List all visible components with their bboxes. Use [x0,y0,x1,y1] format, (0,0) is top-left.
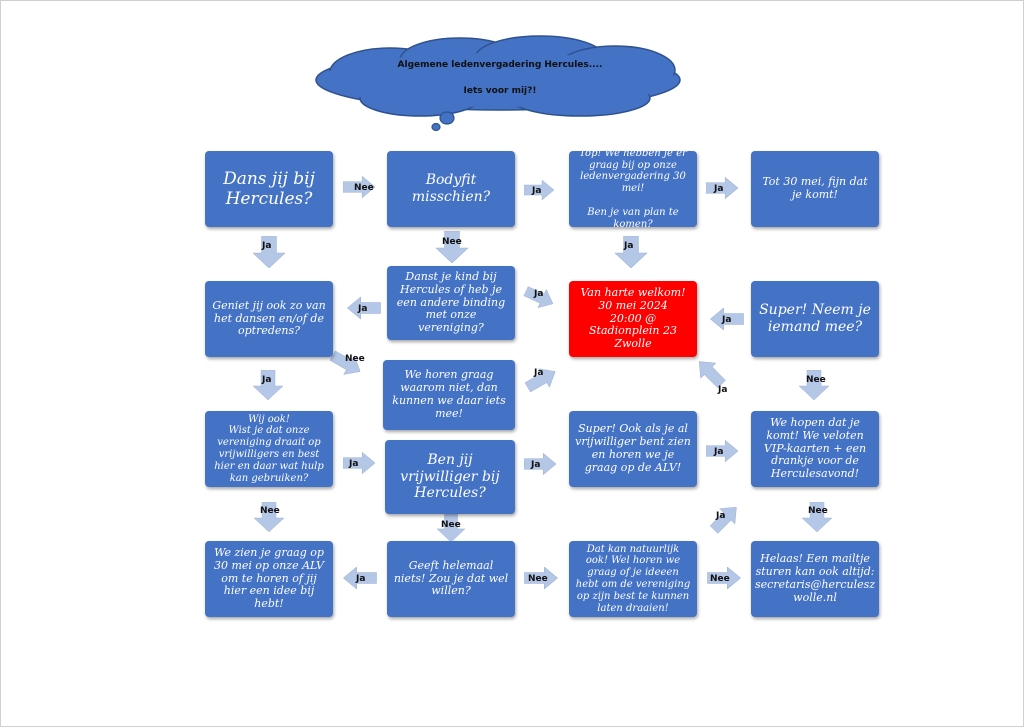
svg-text:Ja: Ja [623,241,633,251]
box-horen-graag-waarom: We horen graag waarom niet, dan kunnen w… [383,360,515,430]
svg-text:Nee: Nee [441,520,461,530]
box-dans-bij-hercules: Dans jij bij Hercules? [205,151,333,227]
svg-text:Nee: Nee [260,506,280,516]
arrow-dans-down: Ja [253,236,285,268]
svg-text:Ja: Ja [713,447,723,457]
arrow-geniet-down: Ja [252,370,284,400]
svg-text:Nee: Nee [442,237,462,247]
arrow-vrijwilliger-down: Nee [436,514,466,542]
box-top-ledenvergadering: Top! We hebben je er graag bij op onze l… [569,148,697,230]
box-van-harte-welkom: Van harte welkom! 30 mei 2024 20:00 @ St… [569,281,697,357]
arrow-wijook-down: Nee [253,502,285,532]
svg-text:Ja: Ja [530,460,540,470]
arrow-horen-to-welkom: Ja [522,362,561,398]
arrow-geniet-nee: Nee [327,346,366,382]
svg-text:Ja: Ja [357,304,367,314]
svg-text:Ja: Ja [355,574,365,584]
svg-text:Nee: Nee [528,574,548,584]
svg-text:Nee: Nee [345,354,365,364]
svg-text:Ja: Ja [717,385,727,395]
cloud-callout: Algemene ledenvergadering Hercules.... I… [315,35,681,132]
box-kan-natuurlijk-ook: Dat kan natuurlijk ook! Wel horen we gra… [569,541,697,617]
box-tot-30-mei: Tot 30 mei, fijn dat je komt! [751,151,879,227]
arrow-hopen-to-welkom: Ja [691,353,730,395]
arrow-bodyfit-to-top: Ja [524,179,554,201]
svg-text:Ja: Ja [715,511,725,521]
arrow-bodyfit-down: Nee [435,231,469,263]
arrow-superook-to-hopen: Ja [706,440,738,462]
arrow-superneem-down: Nee [798,370,830,400]
arrow-top-to-tot30: Ja [706,177,738,199]
svg-text:Ja: Ja [713,184,723,194]
svg-text:Ja: Ja [261,375,271,385]
arrow-danstkind-to-geniet: Ja [347,297,381,319]
box-danst-kind: Danst je kind bij Hercules of heb je een… [387,266,515,340]
arrow-geeft-to-kanook: Nee [524,567,558,589]
box-geniet: Geniet jij ook zo van het dansen en/of d… [205,281,333,357]
svg-text:Ja: Ja [533,368,543,378]
cloud-subtitle: Iets voor mij?! [464,86,537,96]
arrow-top-down: Ja [614,236,648,268]
box-super-neem-iemand: Super! Neem je iemand mee? [751,281,879,357]
arrow-hopen-down: Nee [801,502,833,532]
svg-text:Ja: Ja [261,241,271,251]
box-super-ook-vrijwilliger: Super! Ook als je al vrijwilliger bent z… [569,411,697,487]
arrow-wijook-to-vrijwilliger: Ja [343,452,375,474]
svg-text:Ja: Ja [531,186,541,196]
svg-text:Nee: Nee [354,183,374,193]
arrow-dans-to-bodyfit: Nee [343,176,375,198]
arrow-vrijwilliger-to-superook: Ja [524,453,556,475]
svg-text:Nee: Nee [808,506,828,516]
svg-text:Nee: Nee [710,574,730,584]
arrow-kanook-to-hopen: Ja [706,499,745,538]
box-ben-jij-vrijwilliger: Ben jij vrijwilliger bij Hercules? [385,440,515,514]
box-bodyfit: Bodyfit misschien? [387,151,515,227]
arrow-geeft-to-zien: Ja [343,567,377,589]
svg-text:Ja: Ja [533,289,543,299]
box-zien-je-graag: We zien je graag op 30 mei op onze ALV o… [205,541,333,617]
box-helaas-mailtje: Helaas! Een mailtje sturen kan ook altij… [751,541,879,617]
svg-text:Nee: Nee [806,375,826,385]
arrow-danstkind-to-welkom: Ja [521,282,558,313]
svg-text:Ja: Ja [721,315,731,325]
cloud-title: Algemene ledenvergadering Hercules.... [398,60,603,70]
arrow-superneem-to-welkom: Ja [710,308,744,330]
svg-text:Ja: Ja [348,459,358,469]
box-geeft-niets: Geeft helemaal niets! Zou je dat wel wil… [387,541,515,617]
box-hopen-dat-je-komt: We hopen dat je komt! We veloten VIP-kaa… [751,411,879,487]
box-wij-ook: Wij ook! Wist je dat onze vereniging dra… [205,411,333,487]
arrow-kanook-to-helaas: Nee [707,567,741,589]
